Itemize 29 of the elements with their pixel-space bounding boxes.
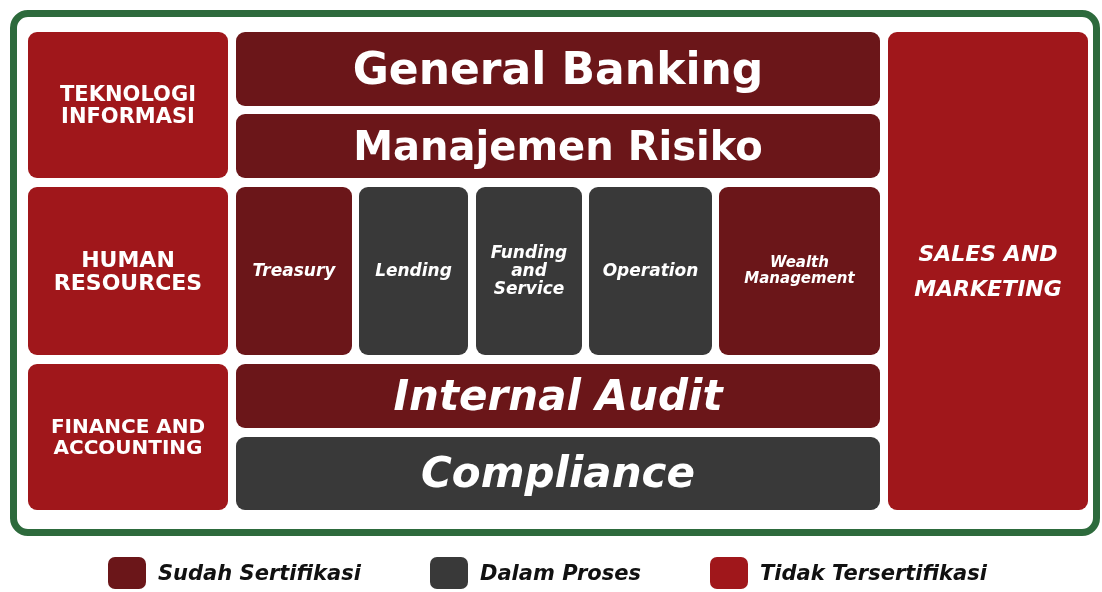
division-banner: [236, 114, 880, 178]
division-name: TEKNOLOGI INFORMASI: [59, 82, 197, 128]
division-name: Wealth Management: [743, 255, 856, 287]
division-box: [719, 187, 880, 355]
legend-label: Dalam Proses: [480, 561, 641, 585]
division-name: Treasury: [252, 262, 336, 280]
division-name: HUMAN RESOURCES: [52, 247, 204, 295]
legend-label: Sudah Sertifikasi: [158, 561, 361, 585]
division-box: [236, 187, 352, 355]
division-banner: [236, 32, 880, 106]
division-name: Funding and Service: [489, 244, 569, 298]
division-name: Internal Audit: [393, 373, 723, 419]
division-name: Lending: [375, 262, 452, 280]
division-name: Compliance: [421, 451, 695, 496]
division-banner: [236, 364, 880, 428]
division-name: Operation: [602, 262, 699, 280]
division-name: FINANCE AND ACCOUNTING: [49, 416, 207, 458]
division-box: [28, 32, 228, 178]
division-name: General Banking: [352, 45, 764, 93]
division-box: [888, 32, 1088, 510]
division-box: [359, 187, 468, 355]
division-box: [28, 187, 228, 355]
division-box: [589, 187, 712, 355]
legend-label: Tidak Tersertifikasi: [760, 561, 987, 585]
division-banner: [236, 437, 880, 510]
division-name: SALES AND MARKETING: [913, 239, 1063, 303]
division-box: [476, 187, 582, 355]
division-name: Manajemen Risiko: [353, 125, 763, 167]
division-box: [28, 364, 228, 510]
